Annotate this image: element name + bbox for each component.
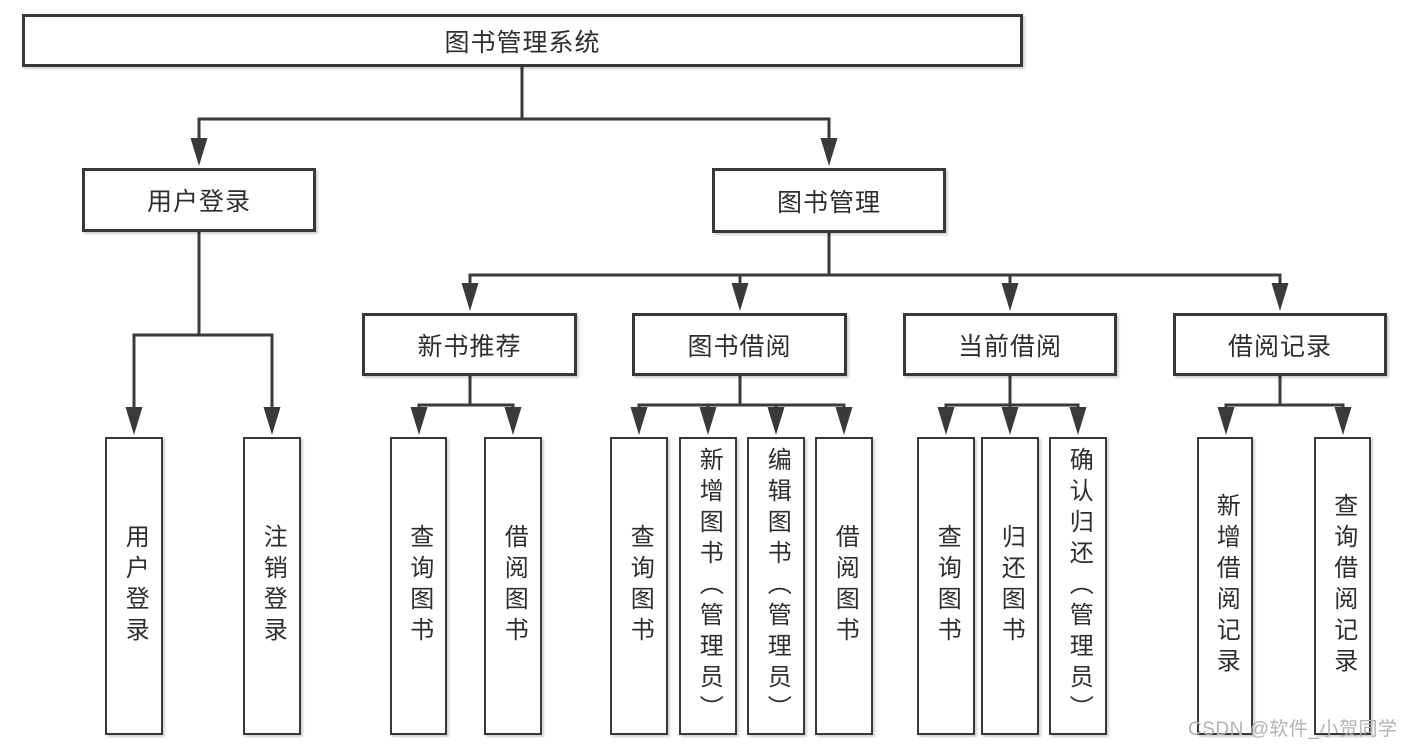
node-library-system: 图书管理系统 xyxy=(22,14,1023,67)
node-book-borrowing: 图书借阅 xyxy=(632,313,847,376)
leaf-label: 查询借阅记录 xyxy=(1329,493,1357,679)
leaf-label: 用户登录 xyxy=(121,524,149,648)
connector-book-management-branch xyxy=(461,231,1289,311)
connector-line xyxy=(944,374,1080,411)
arrowhead xyxy=(1001,407,1019,435)
node-label: 当前借阅 xyxy=(957,332,1062,361)
leaf-label: 新增借阅记录 xyxy=(1212,493,1240,679)
arrowhead xyxy=(125,407,143,435)
arrowhead xyxy=(461,283,479,311)
leaf-edit-book-admin: 编辑图书（管理员） xyxy=(747,437,805,735)
arrowhead xyxy=(263,407,281,435)
arrowhead xyxy=(937,407,955,435)
node-label: 图书管理系统 xyxy=(444,28,601,57)
node-new-book-recommend: 新书推荐 xyxy=(362,313,577,376)
arrowhead xyxy=(699,407,717,435)
leaf-label: 编辑图书（管理员） xyxy=(763,446,791,726)
node-borrowing-records: 借阅记录 xyxy=(1173,313,1387,376)
connector-new-book-branch xyxy=(410,374,522,435)
node-book-management: 图书管理 xyxy=(712,168,946,233)
leaf-return-books: 归还图书 xyxy=(981,437,1039,735)
connector-line xyxy=(468,231,1282,287)
connector-book-borrowing-branch xyxy=(630,374,853,435)
node-current-borrowing: 当前借阅 xyxy=(903,313,1117,376)
node-label: 新书推荐 xyxy=(417,332,522,361)
leaf-label: 注销登录 xyxy=(259,524,287,648)
leaf-label: 归还图书 xyxy=(997,524,1025,648)
connector-line xyxy=(417,374,515,411)
leaf-user-login: 用户登录 xyxy=(105,437,163,735)
arrowhead xyxy=(1334,407,1352,435)
leaf-query-books-newbook: 查询图书 xyxy=(390,437,447,735)
leaf-add-book-admin: 新增图书（管理员） xyxy=(679,437,737,735)
leaf-add-borrow-record: 新增借阅记录 xyxy=(1197,437,1253,735)
leaf-label: 借阅图书 xyxy=(831,524,859,648)
arrowhead xyxy=(1001,283,1019,311)
leaf-label: 新增图书（管理员） xyxy=(695,446,723,726)
arrowhead xyxy=(1069,407,1087,435)
arrowhead xyxy=(1217,407,1235,435)
leaf-query-books-borrowing: 查询图书 xyxy=(610,437,668,735)
connector-borrowing-records-branch xyxy=(1217,374,1352,435)
connector-root-to-level2 xyxy=(190,64,838,166)
leaf-label: 查询图书 xyxy=(405,524,433,648)
arrowhead xyxy=(767,407,785,435)
arrowhead xyxy=(835,407,853,435)
leaf-confirm-return-admin: 确认归还（管理员） xyxy=(1049,437,1107,735)
arrowhead xyxy=(504,407,522,435)
arrowhead xyxy=(1271,283,1289,311)
connector-current-borrowing-branch xyxy=(937,374,1087,435)
connector-line xyxy=(132,231,274,411)
arrowhead xyxy=(630,407,648,435)
connector-line xyxy=(1224,374,1345,411)
leaf-query-borrow-record: 查询借阅记录 xyxy=(1314,437,1371,735)
node-label: 图书管理 xyxy=(776,188,881,217)
connector-line xyxy=(197,64,831,142)
leaf-label: 查询图书 xyxy=(626,524,654,648)
node-label: 用户登录 xyxy=(146,188,251,216)
arrowhead xyxy=(820,138,838,166)
arrowhead xyxy=(410,407,428,435)
leaf-borrow-books-newbook: 借阅图书 xyxy=(484,437,542,735)
leaf-label: 确认归还（管理员） xyxy=(1065,446,1093,726)
leaf-query-books-current: 查询图书 xyxy=(917,437,975,735)
leaf-logout: 注销登录 xyxy=(243,437,301,735)
node-user-login-branch: 用户登录 xyxy=(82,168,316,232)
arrowhead xyxy=(190,138,208,166)
csdn-watermark: CSDN @软件_小贺同学 xyxy=(1188,719,1398,740)
leaf-label: 借阅图书 xyxy=(500,524,528,648)
leaf-borrow-books-borrowing: 借阅图书 xyxy=(815,437,873,735)
node-label: 借阅记录 xyxy=(1227,332,1332,361)
node-label: 图书借阅 xyxy=(687,332,792,361)
arrowhead xyxy=(731,283,749,311)
connector-user-login-branch xyxy=(125,231,281,435)
connector-line xyxy=(637,374,846,411)
leaf-label: 查询图书 xyxy=(933,524,961,648)
